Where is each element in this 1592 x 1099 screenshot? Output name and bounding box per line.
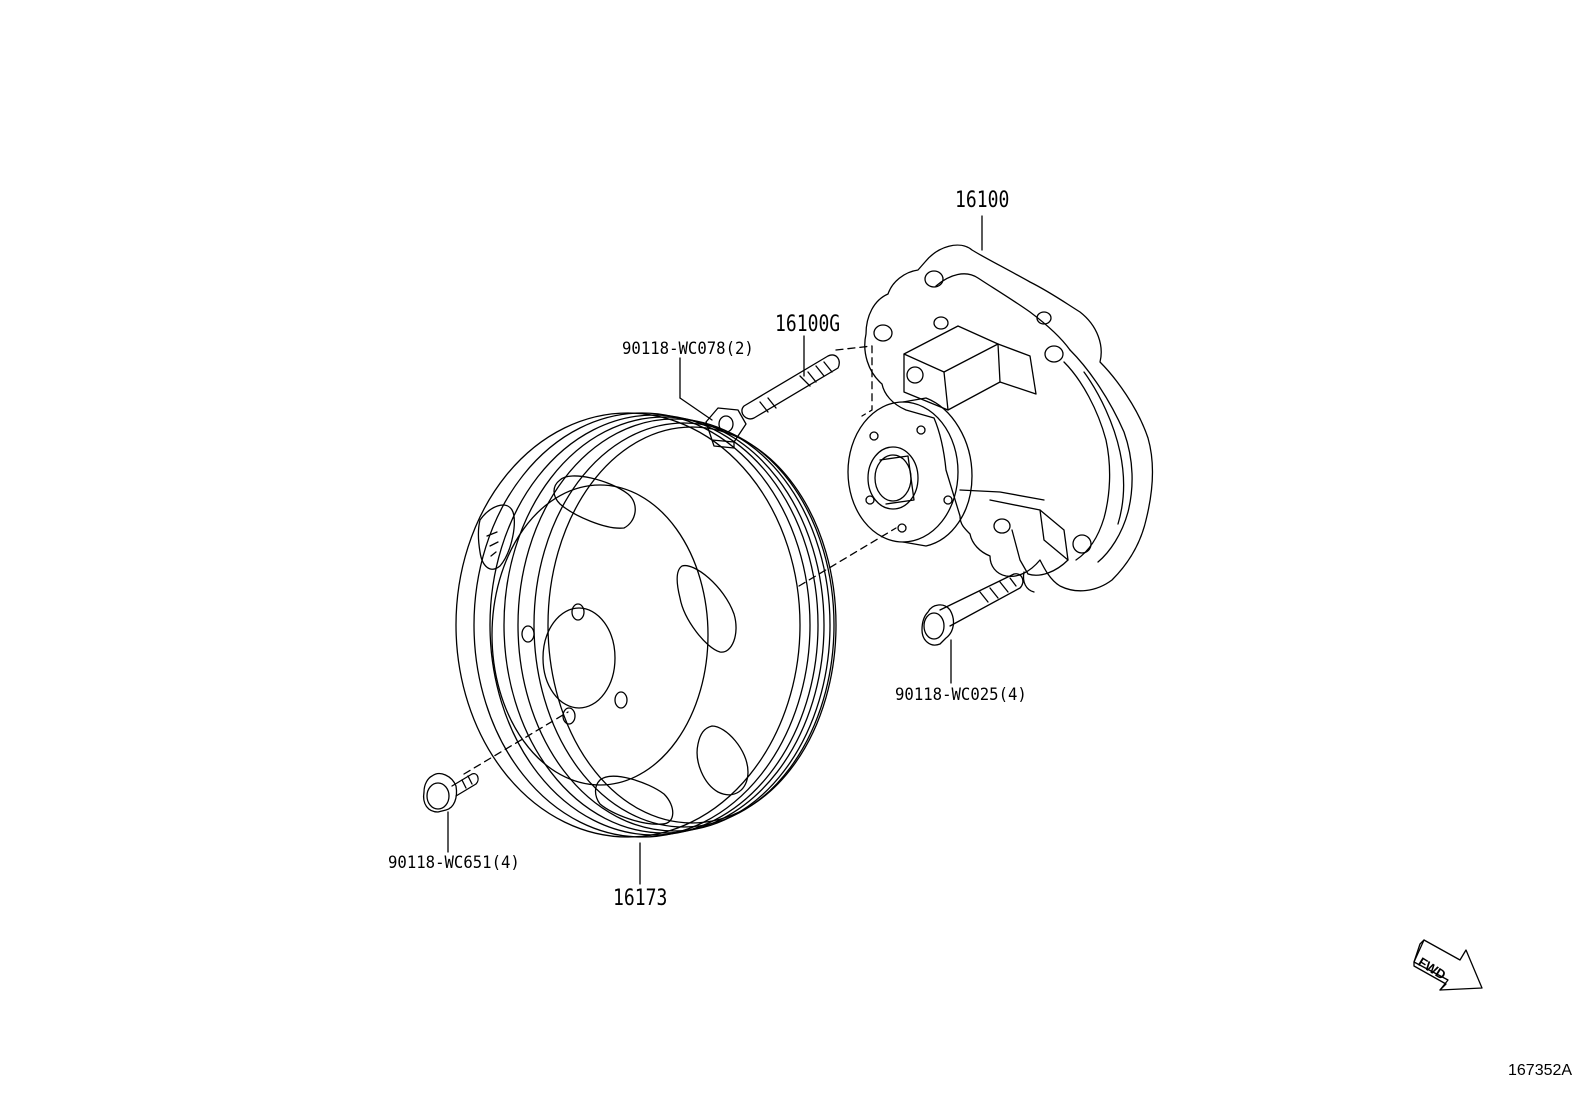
- callout-pump-bolt: 90118-WC025(4): [895, 685, 1027, 705]
- stud-illustration: [741, 354, 840, 420]
- pump-bolt-illustration: [921, 573, 1024, 646]
- callout-nut: 90118-WC078(2): [622, 339, 754, 359]
- water-pump-illustration: [847, 244, 1154, 593]
- pulley-illustration: [455, 412, 837, 838]
- pulley-bolt-illustration: [422, 772, 479, 813]
- reference-number: 167352A: [1508, 1062, 1573, 1079]
- callout-pulley-bolt: 90118-WC651(4): [388, 853, 520, 873]
- nut-illustration: [705, 407, 747, 449]
- assembly-dashed-lines: [463, 345, 897, 775]
- callout-pulley: 16173: [613, 886, 668, 911]
- callout-water-pump: 16100: [955, 188, 1010, 213]
- fwd-arrow-icon: [1413, 939, 1483, 991]
- leader-lines: [447, 215, 983, 885]
- callout-stud: 16100G: [775, 312, 841, 337]
